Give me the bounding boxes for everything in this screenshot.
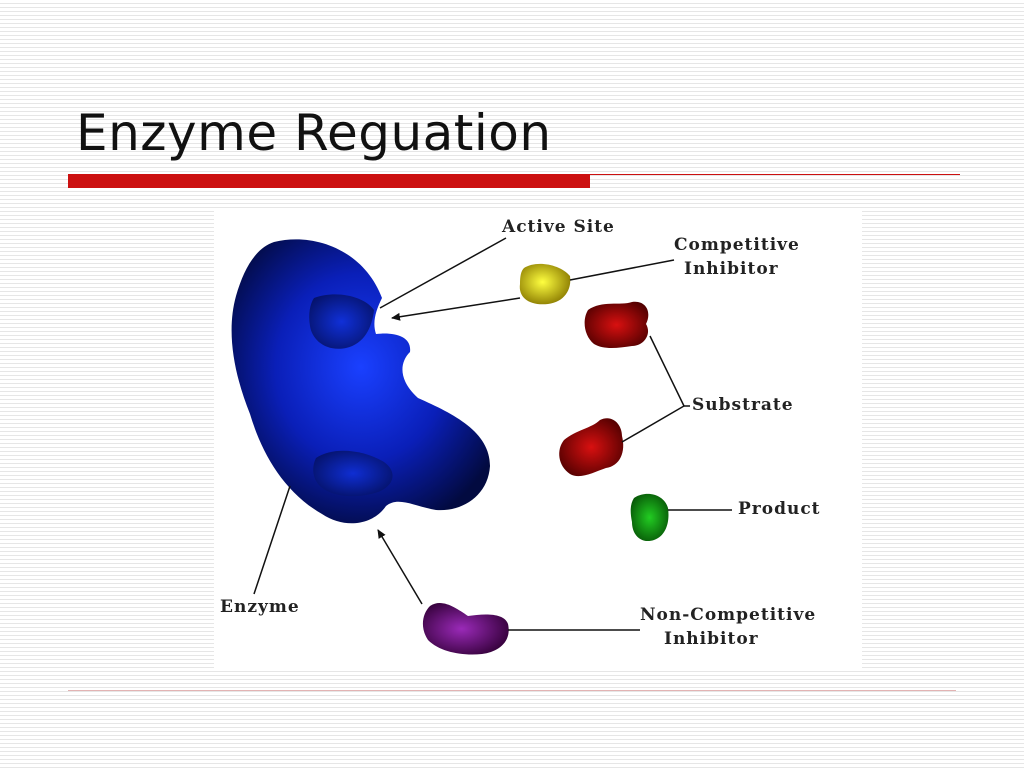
active-site-pocket bbox=[309, 294, 374, 349]
substrate-shape-top bbox=[584, 301, 649, 348]
title-rule-thin bbox=[590, 174, 960, 175]
product-shape bbox=[630, 493, 669, 542]
label-enzyme: Enzyme bbox=[220, 597, 300, 617]
non-competitive-inhibitor-arrow bbox=[377, 529, 423, 605]
substrate-shape-bottom bbox=[559, 418, 624, 477]
enzyme-diagram: Active Site Competitive Inhibitor Substr… bbox=[214, 210, 862, 670]
competitive-inhibitor-shape bbox=[519, 263, 571, 305]
active-site-leader-line bbox=[379, 237, 507, 309]
label-active-site: Active Site bbox=[502, 217, 615, 237]
slide-title: Enzyme Reguation bbox=[76, 104, 552, 162]
title-rule-thick bbox=[68, 174, 590, 188]
competitive-inhibitor-arrow bbox=[391, 297, 521, 321]
allosteric-site-pocket bbox=[313, 450, 393, 497]
label-competitive-inhibitor-line1: Competitive bbox=[674, 235, 800, 255]
label-product: Product bbox=[738, 499, 821, 519]
non-competitive-inhibitor-shape bbox=[422, 603, 509, 655]
label-non-competitive-inhibitor-line1: Non-Competitive bbox=[640, 605, 817, 625]
enzyme-leader-line bbox=[253, 485, 291, 595]
competitive-inhibitor-leader-line bbox=[569, 259, 675, 281]
substrate-bracket-line bbox=[621, 335, 685, 443]
diagram-canvas bbox=[231, 237, 732, 655]
label-substrate: Substrate bbox=[692, 395, 794, 415]
enzyme-shape bbox=[231, 239, 491, 524]
label-competitive-inhibitor-line2: Inhibitor bbox=[684, 259, 779, 279]
label-non-competitive-inhibitor-line2: Inhibitor bbox=[664, 629, 759, 649]
footer-rule bbox=[68, 690, 956, 691]
